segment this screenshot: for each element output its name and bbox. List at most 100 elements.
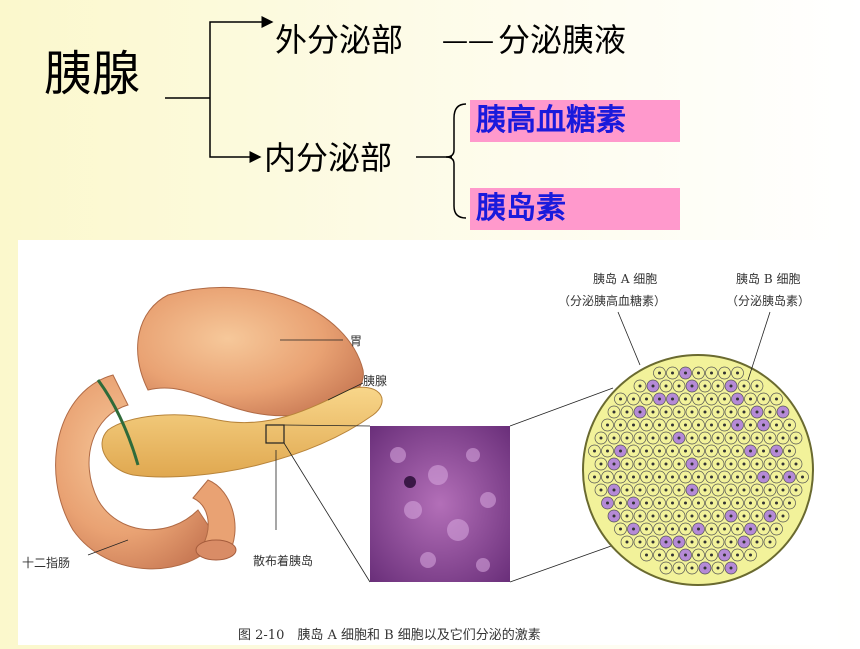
- islet-cell-nucleus: [632, 449, 635, 453]
- islet-cell-nucleus: [755, 540, 759, 544]
- islet-cell-nucleus: [697, 397, 700, 401]
- islet-cell-nucleus: [723, 475, 726, 479]
- islet-cell-nucleus: [768, 540, 772, 544]
- islet-cell-nucleus: [671, 371, 674, 375]
- islet-cell-nucleus: [684, 475, 687, 479]
- islet-cell-nucleus: [788, 475, 791, 479]
- islet-cell-nucleus: [658, 501, 661, 505]
- islet-cell-nucleus: [723, 397, 726, 401]
- islet-cell-nucleus: [723, 527, 726, 531]
- islet-cell-nucleus: [671, 553, 674, 557]
- islet-cell-nucleus: [619, 423, 622, 427]
- islet-cell-nucleus: [729, 488, 733, 492]
- islet-cell-nucleus: [677, 540, 681, 544]
- islet-cell-nucleus: [723, 501, 726, 505]
- islet-cell-nucleus: [606, 423, 609, 427]
- islet-cell-nucleus: [723, 371, 726, 375]
- islet-cell-nucleus: [755, 410, 759, 414]
- islet-cell-nucleus: [742, 384, 746, 388]
- islet-cell-nucleus: [742, 436, 746, 440]
- islet-cell-nucleus: [768, 462, 772, 466]
- islet-cell-nucleus: [749, 397, 752, 401]
- islet-cell-nucleus: [697, 553, 700, 557]
- islet-cell-nucleus: [716, 566, 720, 570]
- islet-cell-nucleus: [684, 449, 687, 453]
- islet-cell-nucleus: [625, 514, 629, 518]
- islet-cell-nucleus: [677, 488, 681, 492]
- islet-cell-nucleus: [710, 423, 713, 427]
- islet-cell-nucleus: [593, 449, 596, 453]
- islet-cell-nucleus: [775, 475, 778, 479]
- exocrine-label: 外分泌部: [275, 21, 404, 59]
- islet-cell-nucleus: [697, 475, 700, 479]
- islet-cell-nucleus: [794, 462, 798, 466]
- duodenum-label: 十二指肠: [22, 556, 71, 570]
- islet-cell-nucleus: [762, 527, 765, 531]
- islet-cell-nucleus: [664, 462, 668, 466]
- islet-cell-nucleus: [599, 462, 603, 466]
- islet-cell-nucleus: [625, 488, 629, 492]
- islet-cell-nucleus: [781, 514, 785, 518]
- islet-cell-nucleus: [664, 384, 668, 388]
- islet-cell-nucleus: [651, 436, 655, 440]
- islet-cell-nucleus: [619, 527, 622, 531]
- islet-cell-nucleus: [710, 397, 713, 401]
- islet-cell-nucleus: [768, 410, 772, 414]
- islet-cell-nucleus: [658, 397, 661, 401]
- islet-cell-nucleus: [768, 488, 772, 492]
- islet-cell-nucleus: [703, 384, 707, 388]
- islet-cell-nucleus: [619, 475, 622, 479]
- islet-cell-nucleus: [632, 397, 635, 401]
- islet-cell-nucleus: [632, 423, 635, 427]
- islet-cell-nucleus: [729, 384, 733, 388]
- islet-cell-nucleus: [716, 462, 720, 466]
- exocrine-product-label: 分泌胰液: [498, 21, 627, 59]
- islet-cell-nucleus: [781, 410, 785, 414]
- islet-cell-nucleus: [619, 397, 622, 401]
- islet-cell-nucleus: [742, 514, 746, 518]
- islet-cell-nucleus: [612, 514, 616, 518]
- islet-cell-nucleus: [788, 423, 791, 427]
- a-cell-label: 胰岛 A 细胞: [593, 272, 658, 286]
- islet-cell-nucleus: [664, 436, 668, 440]
- islet-cell-nucleus: [710, 553, 713, 557]
- islet-cell-nucleus: [755, 462, 759, 466]
- islet-cell-nucleus: [671, 423, 674, 427]
- islet-cell-nucleus: [684, 553, 687, 557]
- islet-cell-nucleus: [710, 449, 713, 453]
- pancreas-shape: [101, 386, 383, 478]
- islet-cell-nucleus: [677, 566, 681, 570]
- insulin-highlight: 胰岛素: [470, 188, 680, 230]
- islet-cell-nucleus: [645, 423, 648, 427]
- islet-cell-nucleus: [775, 527, 778, 531]
- islet-cell-nucleus: [651, 540, 655, 544]
- islet-cell-nucleus: [664, 488, 668, 492]
- islet-cell-nucleus: [664, 566, 668, 570]
- islet-cell-nucleus: [710, 527, 713, 531]
- islet-cell-nucleus: [768, 514, 772, 518]
- stomach-label: 胃: [350, 334, 363, 348]
- islet-cell-nucleus: [762, 449, 765, 453]
- islet-cell-nucleus: [801, 475, 804, 479]
- islet-cell-nucleus: [781, 488, 785, 492]
- b-cell-note: （分泌胰岛素）: [726, 294, 811, 308]
- islet-cell-nucleus: [710, 371, 713, 375]
- islet-cell-nucleus: [671, 527, 674, 531]
- islet-cell-nucleus: [638, 384, 642, 388]
- islet-cell-nucleus: [781, 462, 785, 466]
- islet-cell-nucleus: [697, 449, 700, 453]
- islet-cell-nucleus: [697, 371, 700, 375]
- islet-cell-nucleus: [599, 488, 603, 492]
- islet-cell-nucleus: [749, 475, 752, 479]
- islet-cell-nucleus: [677, 410, 681, 414]
- islet-cell-nucleus: [749, 449, 752, 453]
- islet-cell-nucleus: [762, 501, 765, 505]
- islet-cell-nucleus: [619, 449, 622, 453]
- islet-cell-nucleus: [625, 540, 629, 544]
- islet-cell-nucleus: [645, 397, 648, 401]
- b-cell-label: 胰岛 B 细胞: [736, 272, 801, 286]
- islet-cell-nucleus: [645, 527, 648, 531]
- islet-cell-nucleus: [684, 397, 687, 401]
- islet-cell-nucleus: [677, 462, 681, 466]
- islet-cell-nucleus: [742, 462, 746, 466]
